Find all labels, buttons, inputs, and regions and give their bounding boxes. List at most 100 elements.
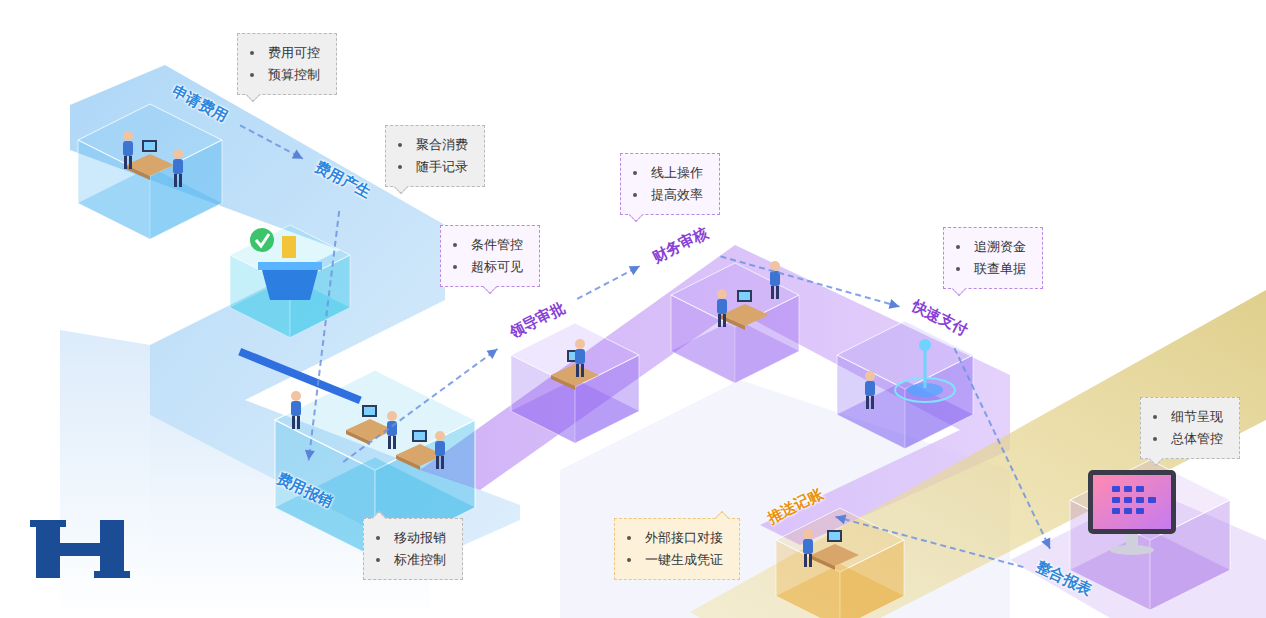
callout-text: 总体管控 — [1171, 428, 1223, 450]
office-scene — [717, 261, 780, 330]
callout-text: 外部接口对接 — [645, 527, 723, 549]
callout-box: 外部接口对接一键生成凭证 — [614, 518, 740, 580]
callout-text: 细节呈现 — [1171, 406, 1223, 428]
bullet-dot — [250, 51, 254, 55]
office-scene — [551, 339, 599, 390]
basket-icon — [250, 228, 322, 300]
flow-arrow — [835, 515, 1023, 568]
bullet-dot — [398, 143, 402, 147]
arrow-head — [889, 299, 900, 309]
bullet-row: 超标可见 — [453, 256, 523, 278]
bullet-row: 一键生成凭证 — [627, 549, 723, 571]
payment-icon — [865, 339, 955, 409]
report-monitor — [1088, 470, 1176, 555]
bullet-dot — [1153, 437, 1157, 441]
callout-text: 标准控制 — [394, 549, 446, 571]
flow-arrow — [305, 211, 339, 460]
callout-tail — [715, 511, 729, 525]
bullet-row: 外部接口对接 — [627, 527, 723, 549]
callout-text: 聚合消费 — [416, 134, 468, 156]
callout-text: 一键生成凭证 — [645, 549, 723, 571]
bullet-row: 条件管控 — [453, 234, 523, 256]
flow-arrow — [343, 349, 497, 462]
bullet-dot — [633, 193, 637, 197]
callout-text: 联查单据 — [974, 258, 1026, 280]
stage-name: 申请费用 — [170, 82, 231, 125]
flow-arrow — [954, 348, 1050, 549]
callout-tail — [394, 180, 408, 194]
bullet-row: 追溯资金 — [956, 236, 1026, 258]
bullet-row: 标准控制 — [376, 549, 446, 571]
callout-tail — [952, 282, 966, 296]
flow-arrow — [240, 125, 303, 158]
arrow-head — [629, 266, 640, 275]
callout-text: 超标可见 — [471, 256, 523, 278]
office-scene — [238, 348, 445, 470]
office-scene — [123, 131, 183, 187]
callout-box: 线上操作提高效率 — [620, 153, 720, 215]
bullet-dot — [453, 243, 457, 247]
stage-name: 整合报表 — [1033, 557, 1095, 598]
flow-line — [720, 256, 899, 306]
wall — [60, 330, 150, 618]
bullet-dot — [627, 536, 631, 540]
callout-text: 追溯资金 — [974, 236, 1026, 258]
arrow-head — [486, 349, 497, 359]
callout-tail — [1149, 452, 1163, 466]
callout-box: 费用可控预算控制 — [237, 33, 337, 95]
callout-text: 线上操作 — [651, 162, 703, 184]
stage-label: 财务审核 — [643, 218, 716, 271]
callout-text: 预算控制 — [268, 64, 320, 86]
bullet-row: 联查单据 — [956, 258, 1026, 280]
bullet-row: 随手记录 — [398, 156, 468, 178]
stage-label: 费用报销 — [268, 464, 342, 515]
bullet-dot — [633, 171, 637, 175]
flow-line — [835, 517, 1023, 567]
arrow-head — [1041, 538, 1050, 549]
bullet-dot — [398, 165, 402, 169]
arrow-head — [835, 515, 846, 525]
logo-mark — [30, 520, 130, 578]
bullet-dot — [250, 73, 254, 77]
bullet-row: 费用可控 — [250, 42, 320, 64]
glass-room — [230, 225, 350, 338]
glass-room — [1070, 460, 1230, 610]
arrow-head — [305, 450, 315, 461]
bullet-dot — [1153, 415, 1157, 419]
callout-text: 移动报销 — [394, 527, 446, 549]
callout-tail — [246, 88, 260, 102]
flow-line — [309, 211, 340, 460]
callout-tail — [483, 280, 497, 294]
bullet-dot — [956, 245, 960, 249]
stage-label: 推送记账 — [758, 479, 831, 532]
callout-box: 条件管控超标可见 — [440, 225, 540, 287]
callout-text: 提高效率 — [651, 184, 703, 206]
glass-room — [837, 321, 973, 449]
callout-box: 移动报销标准控制 — [363, 518, 463, 580]
callout-text: 条件管控 — [471, 234, 523, 256]
callout-box: 聚合消费随手记录 — [385, 125, 485, 187]
stage-name: 推送记账 — [764, 484, 825, 526]
stage-name: 费用产生 — [313, 158, 374, 201]
bullet-row: 预算控制 — [250, 64, 320, 86]
glass-room — [776, 508, 904, 618]
bullet-dot — [376, 558, 380, 562]
callout-text: 费用可控 — [268, 42, 320, 64]
stage-name: 费用报销 — [274, 469, 336, 510]
stage-name: 财务审核 — [649, 223, 710, 265]
bullet-dot — [376, 536, 380, 540]
stage-label: 整合报表 — [1027, 552, 1101, 603]
callout-box: 追溯资金联查单据 — [943, 227, 1043, 289]
flow-line — [954, 348, 1050, 549]
flow-arrow — [577, 266, 640, 299]
stage-label: 快速支付 — [903, 291, 976, 344]
glass-room — [511, 323, 639, 443]
bullet-row: 移动报销 — [376, 527, 446, 549]
bullet-row: 聚合消费 — [398, 134, 468, 156]
bullet-row: 细节呈现 — [1153, 406, 1223, 428]
flow-line — [343, 349, 497, 462]
stage-label: 申请费用 — [163, 77, 236, 131]
arrow-head — [292, 150, 303, 159]
flow-line — [577, 266, 640, 299]
